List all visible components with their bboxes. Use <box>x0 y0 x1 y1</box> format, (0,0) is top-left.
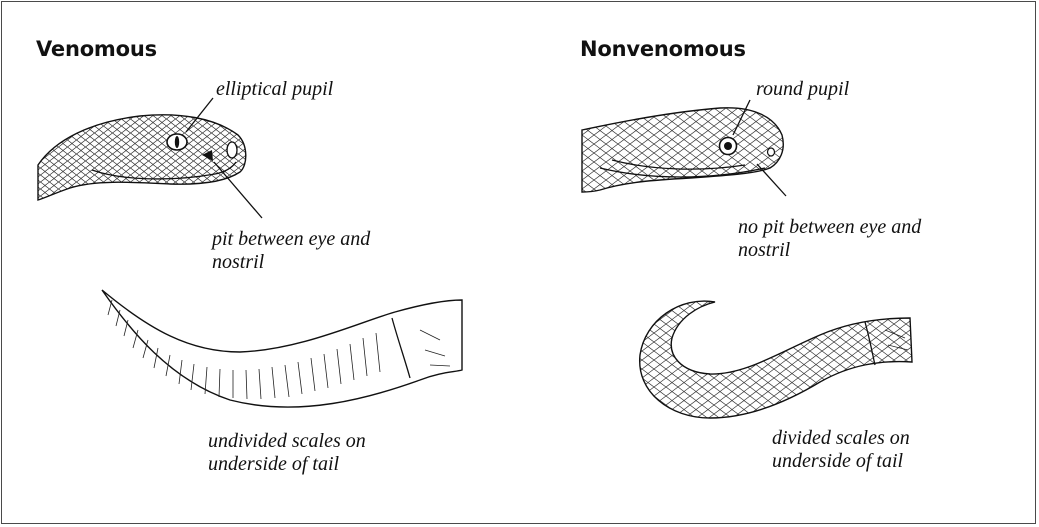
nonvenomous-head-drawing <box>582 108 783 192</box>
venomous-tail-drawing <box>102 290 462 407</box>
venomous-head-drawing <box>38 115 246 200</box>
nonvenomous-pit-pointer <box>757 164 786 196</box>
nonvenomous-tail-drawing <box>640 301 912 418</box>
